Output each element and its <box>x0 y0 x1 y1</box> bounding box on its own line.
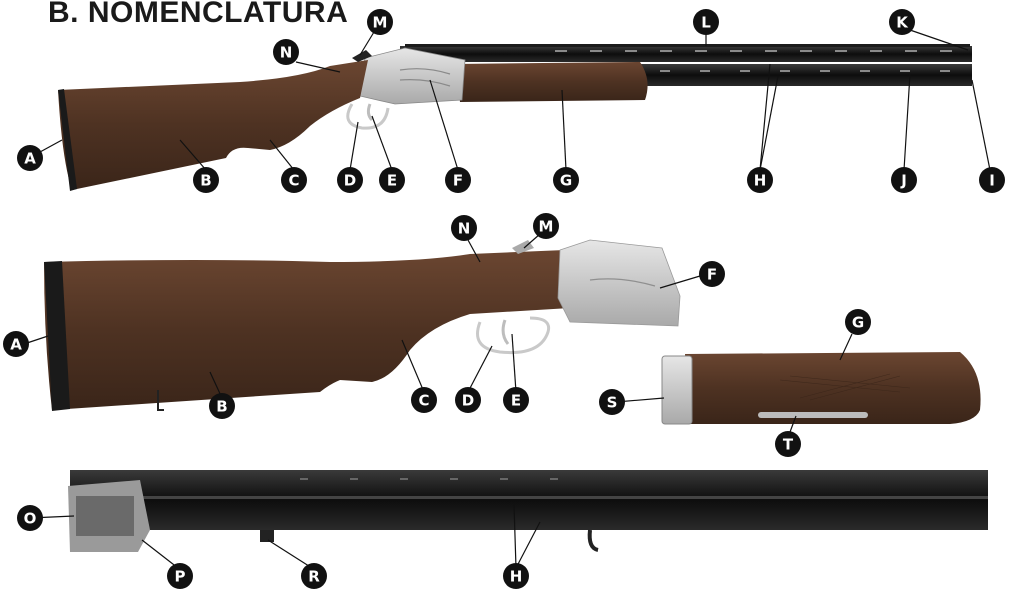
forend-lug <box>260 530 274 542</box>
svg-text:C: C <box>418 392 429 410</box>
svg-text:T: T <box>783 436 794 454</box>
svg-text:R: R <box>308 568 320 586</box>
detached-barrels <box>68 470 988 552</box>
callout-e-top: E <box>379 167 405 193</box>
stock-action-assembly <box>44 240 680 411</box>
svg-text:G: G <box>852 314 864 332</box>
top-barrel <box>400 46 972 62</box>
svg-text:D: D <box>462 392 474 410</box>
svg-text:M: M <box>373 14 388 32</box>
callout-m-top: M <box>367 9 393 35</box>
mid-trigger <box>503 320 508 344</box>
callout-n-mid: N <box>451 215 477 241</box>
svg-text:I: I <box>989 172 995 190</box>
callout-f-top: F <box>445 167 471 193</box>
svg-text:O: O <box>24 510 37 528</box>
svg-text:E: E <box>387 172 397 190</box>
sling-loop <box>590 530 598 550</box>
callout-a-mid: A <box>3 331 29 357</box>
svg-text:C: C <box>288 172 299 190</box>
callout-t-mid: T <box>775 431 801 457</box>
svg-text:H: H <box>510 568 523 586</box>
forend <box>455 62 648 102</box>
barrels-body <box>70 470 988 530</box>
svg-text:E: E <box>511 392 521 410</box>
svg-text:S: S <box>607 394 618 412</box>
svg-text:A: A <box>10 336 22 354</box>
svg-text:F: F <box>453 172 463 190</box>
svg-text:N: N <box>458 220 471 238</box>
svg-text:D: D <box>344 172 356 190</box>
callout-o-bottom: O <box>17 505 43 531</box>
rib <box>405 44 970 47</box>
callout-c-mid: C <box>411 387 437 413</box>
callout-i-top: I <box>979 167 1005 193</box>
svg-text:F: F <box>707 266 717 284</box>
callout-p-bottom: P <box>167 563 193 589</box>
callout-d-top: D <box>337 167 363 193</box>
mid-stock <box>44 250 570 410</box>
callout-f-mid: F <box>699 261 725 287</box>
callout-j-top: J <box>891 167 917 193</box>
page-title: B. NOMENCLATURA <box>48 0 348 30</box>
forend-iron <box>662 356 692 424</box>
ejectors <box>76 496 134 536</box>
detached-forend <box>662 352 981 424</box>
svg-text:A: A <box>24 150 36 168</box>
callout-g-mid: G <box>845 309 871 335</box>
callout-h-top: H <box>747 167 773 193</box>
svg-text:B: B <box>200 172 211 190</box>
callout-r-bottom: R <box>301 563 327 589</box>
svg-text:K: K <box>896 14 909 32</box>
svg-text:L: L <box>701 14 711 32</box>
callout-c-top: C <box>281 167 307 193</box>
svg-text:M: M <box>539 218 554 236</box>
callout-k-top: K <box>889 9 915 35</box>
svg-text:G: G <box>560 172 572 190</box>
trigger <box>368 104 372 120</box>
callout-n-top: N <box>273 39 299 65</box>
svg-text:P: P <box>175 568 186 586</box>
callout-a-top: A <box>17 145 43 171</box>
forend-latch <box>758 412 868 418</box>
callout-e-mid: E <box>503 387 529 413</box>
callout-s-mid: S <box>599 389 625 415</box>
callout-b-mid: B <box>209 393 235 419</box>
callout-b-top: B <box>193 167 219 193</box>
svg-text:N: N <box>280 44 293 62</box>
svg-text:B: B <box>216 398 227 416</box>
callout-l-top: L <box>693 9 719 35</box>
mid-receiver <box>558 240 680 326</box>
callout-h-bottom: H <box>503 563 529 589</box>
assembled-shotgun <box>58 44 972 191</box>
callout-m-mid: M <box>533 213 559 239</box>
svg-text:J: J <box>900 172 907 190</box>
callout-d-mid: D <box>455 387 481 413</box>
svg-text:H: H <box>754 172 767 190</box>
callout-g-top: G <box>553 167 579 193</box>
